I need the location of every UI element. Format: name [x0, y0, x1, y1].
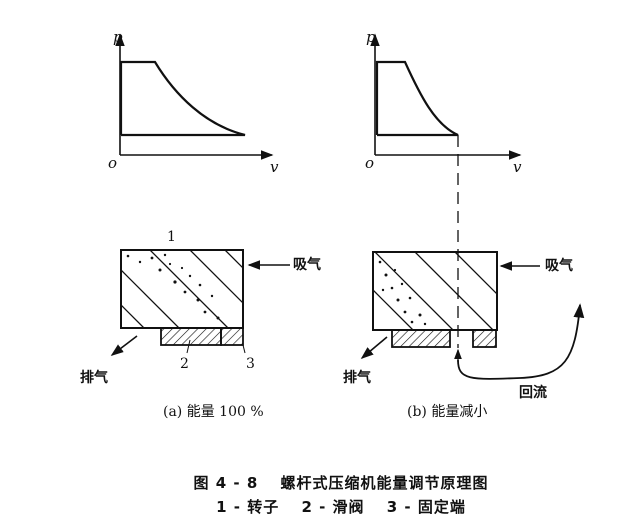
compressor-b [360, 251, 585, 380]
y-axis-label-b: p [366, 28, 376, 46]
discharge-label-b: 排气 [343, 370, 371, 386]
compressor-a [110, 249, 290, 356]
pv-plot-a [115, 33, 274, 160]
x-axis-label-b: v [513, 158, 522, 176]
pv-curve-b [375, 60, 459, 137]
return-flow-arrow [457, 303, 585, 380]
return-flow-label: 回流 [519, 385, 547, 401]
slide-valve-b [391, 329, 451, 348]
fixed-end-number: 3 [246, 356, 255, 372]
valve-number: 2 [180, 356, 189, 372]
figure-legend: 1 - 转子 2 - 滑阀 3 - 固定端 [216, 498, 466, 516]
discharge-label-a: 排气 [80, 370, 108, 386]
x-axis-label-a: v [270, 158, 279, 176]
caption-b: (b) 能量减小 [407, 404, 488, 420]
suction-label-a: 吸气 [293, 257, 321, 273]
caption-a: (a) 能量 100 % [163, 404, 264, 420]
discharge-arrow-a [110, 335, 138, 356]
rotor-b [372, 251, 498, 331]
fixed-end-a [220, 327, 244, 346]
y-axis-label-a: p [113, 28, 123, 46]
origin-label-a: o [108, 154, 118, 172]
suction-label-b: 吸气 [545, 258, 573, 274]
discharge-arrow-b [360, 336, 388, 360]
origin-label-b: o [365, 154, 375, 172]
slide-valve-a [160, 327, 222, 346]
fixed-end-b [472, 329, 497, 348]
rotor-number: 1 [167, 229, 176, 245]
figure-title: 图 4 - 8 螺杆式压缩机能量调节原理图 [193, 474, 489, 492]
pv-curve-a [119, 60, 246, 137]
pv-plot-b [370, 33, 522, 348]
